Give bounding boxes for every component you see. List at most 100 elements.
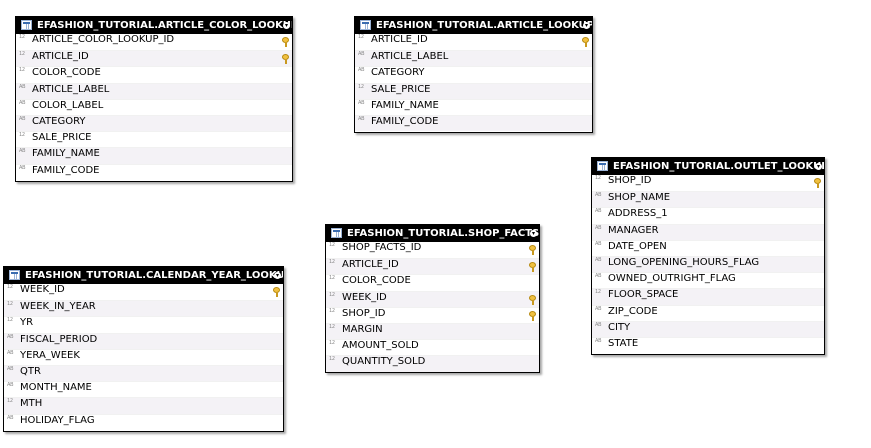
column-name: HOLIDAY_FLAG: [20, 414, 95, 426]
table-icon: [9, 270, 20, 280]
column-name: MANAGER: [608, 224, 659, 236]
chevron-down-icon[interactable]: [815, 163, 822, 170]
table-header[interactable]: EFASHION_TUTORIAL.ARTICLE_COLOR_LOOKUP: [16, 17, 292, 34]
text-type-icon: AB: [595, 337, 602, 344]
column-row[interactable]: 12 WEEK_IN_YEAR: [4, 300, 283, 317]
numeric-type-icon: 12: [329, 323, 335, 330]
numeric-type-icon: 12: [19, 34, 25, 40]
table-header[interactable]: EFASHION_TUTORIAL.OUTLET_LOOKUP: [592, 158, 824, 175]
column-name: COLOR_CODE: [342, 275, 411, 287]
column-row[interactable]: AB MANAGER: [592, 223, 824, 240]
table-header[interactable]: EFASHION_TUTORIAL.SHOP_FACTS: [326, 225, 539, 242]
numeric-type-icon: 12: [19, 67, 25, 74]
column-name: FAMILY_CODE: [32, 164, 100, 176]
column-row[interactable]: AB SHOP_NAME: [592, 191, 824, 208]
column-row[interactable]: AB COLOR_LABEL: [16, 98, 292, 115]
numeric-type-icon: 12: [7, 301, 13, 308]
column-row[interactable]: AB FAMILY_NAME: [355, 98, 592, 115]
column-row[interactable]: 12 COLOR_CODE: [16, 66, 292, 82]
table-header[interactable]: EFASHION_TUTORIAL.ARTICLE_LOOKUP: [355, 17, 592, 34]
text-type-icon: AB: [595, 240, 602, 247]
numeric-type-icon: 12: [329, 340, 335, 347]
chevron-down-icon[interactable]: [583, 22, 590, 29]
numeric-type-icon: 12: [19, 132, 25, 139]
text-type-icon: AB: [595, 224, 602, 231]
numeric-type-icon: 12: [358, 34, 364, 40]
table-header[interactable]: EFASHION_TUTORIAL.CALENDAR_YEAR_LOOKUP: [4, 267, 283, 284]
table-article-color-lookup[interactable]: EFASHION_TUTORIAL.ARTICLE_COLOR_LOOKUP 1…: [15, 16, 293, 182]
column-name: LONG_OPENING_HOURS_FLAG: [608, 256, 760, 268]
column-name: FISCAL_PERIOD: [20, 333, 98, 345]
column-name: SHOP_NAME: [608, 192, 671, 204]
column-name: MONTH_NAME: [20, 382, 92, 394]
text-type-icon: AB: [595, 192, 602, 199]
chevron-down-icon[interactable]: [274, 272, 281, 279]
column-name: WEEK_ID: [342, 291, 387, 303]
column-name: FAMILY_CODE: [371, 115, 439, 127]
column-name: QTR: [20, 365, 41, 377]
column-name: COLOR_LABEL: [32, 99, 104, 111]
numeric-type-icon: 12: [358, 83, 364, 90]
table-article-lookup[interactable]: EFASHION_TUTORIAL.ARTICLE_LOOKUP 12ARTIC…: [354, 16, 593, 133]
column-row[interactable]: AB DATE_OPEN: [592, 239, 824, 256]
numeric-type-icon: 12: [329, 275, 335, 282]
text-type-icon: AB: [358, 99, 365, 106]
chevron-down-icon[interactable]: [530, 230, 537, 237]
text-type-icon: AB: [595, 256, 602, 263]
numeric-type-icon: 12: [595, 289, 601, 296]
column-name: COLOR_CODE: [32, 67, 101, 79]
column-row[interactable]: 12 COLOR_CODE: [326, 274, 539, 290]
column-name: SHOP_ID: [608, 175, 652, 186]
column-name: WEEK_IN_YEAR: [20, 301, 96, 313]
numeric-type-icon: 12: [7, 398, 13, 405]
column-row[interactable]: AB LONG_OPENING_HOURS_FLAG: [592, 255, 824, 273]
numeric-type-icon: 12: [329, 242, 335, 248]
text-type-icon: AB: [19, 99, 26, 106]
numeric-type-icon: 12: [329, 307, 335, 314]
column-name: DATE_OPEN: [608, 240, 667, 252]
table-shop-facts[interactable]: EFASHION_TUTORIAL.SHOP_FACTS 12SHOP_FACT…: [325, 224, 540, 373]
table-calendar-year-lookup[interactable]: EFASHION_TUTORIAL.CALENDAR_YEAR_LOOKUP 1…: [3, 266, 284, 432]
column-name: FAMILY_NAME: [371, 99, 439, 111]
text-type-icon: AB: [358, 51, 365, 58]
text-type-icon: AB: [19, 148, 26, 155]
numeric-type-icon: 12: [7, 317, 13, 324]
chevron-down-icon[interactable]: [283, 22, 290, 29]
table-outlet-lookup[interactable]: EFASHION_TUTORIAL.OUTLET_LOOKUP 12SHOP_I…: [591, 157, 825, 355]
